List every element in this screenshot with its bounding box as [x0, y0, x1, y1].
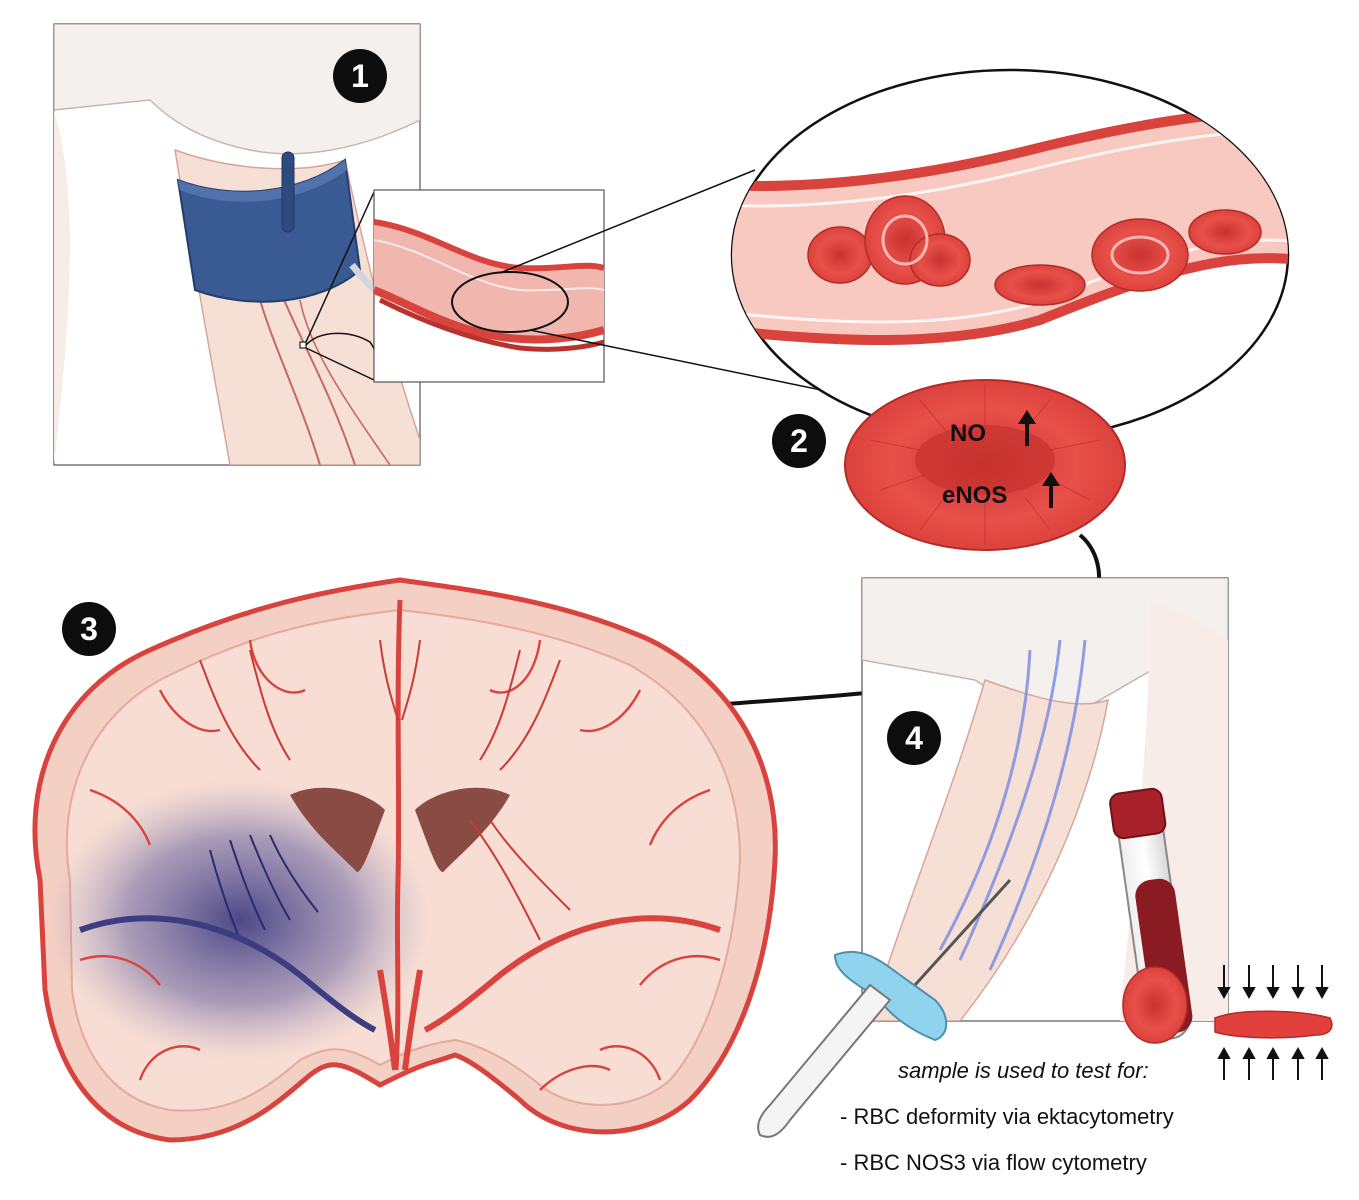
- enos-label: eNOS: [942, 482, 1008, 509]
- zoom-line: [305, 191, 375, 343]
- step-3-label: 3: [80, 610, 98, 647]
- zoom-line: [529, 329, 861, 399]
- rbc-icon: [1122, 966, 1188, 1044]
- enos-up-arrow-icon: [1042, 472, 1060, 508]
- panel-4-blood-draw: [757, 577, 1333, 1138]
- no-up-arrow-icon: [1018, 410, 1036, 446]
- compression-arrows-up: [1217, 1046, 1329, 1080]
- step-4-badge: 4: [887, 711, 941, 765]
- test-item-deformity: - RBC deformity via ektacytometry: [840, 1104, 1174, 1129]
- test-item-nos3: - RBC NOS3 via flow cytometry: [840, 1150, 1147, 1175]
- step-2-label: 2: [790, 422, 808, 459]
- vessel-inset: [373, 189, 605, 383]
- step-2-badge: 2: [772, 414, 826, 468]
- needle-holder-icon: [757, 983, 892, 1138]
- step-3-badge: 3: [62, 602, 116, 656]
- step-4-label: 4: [905, 719, 923, 756]
- compression-arrows-down: [1217, 965, 1329, 1000]
- rbc-closeup: [844, 379, 1126, 551]
- butterfly-needle-icon: [833, 950, 948, 1042]
- zoom-line: [499, 169, 756, 274]
- step-1-label: 1: [351, 57, 369, 94]
- zoom-line: [305, 347, 375, 381]
- step-1-badge: 1: [333, 49, 387, 103]
- no-label: NO: [950, 420, 986, 447]
- brain-coronal-section: [32, 577, 778, 1143]
- sample-caption: sample is used to test for:: [898, 1058, 1149, 1083]
- vessel-magnified: [730, 68, 1290, 442]
- deformed-rbc-icon: [1214, 1010, 1333, 1039]
